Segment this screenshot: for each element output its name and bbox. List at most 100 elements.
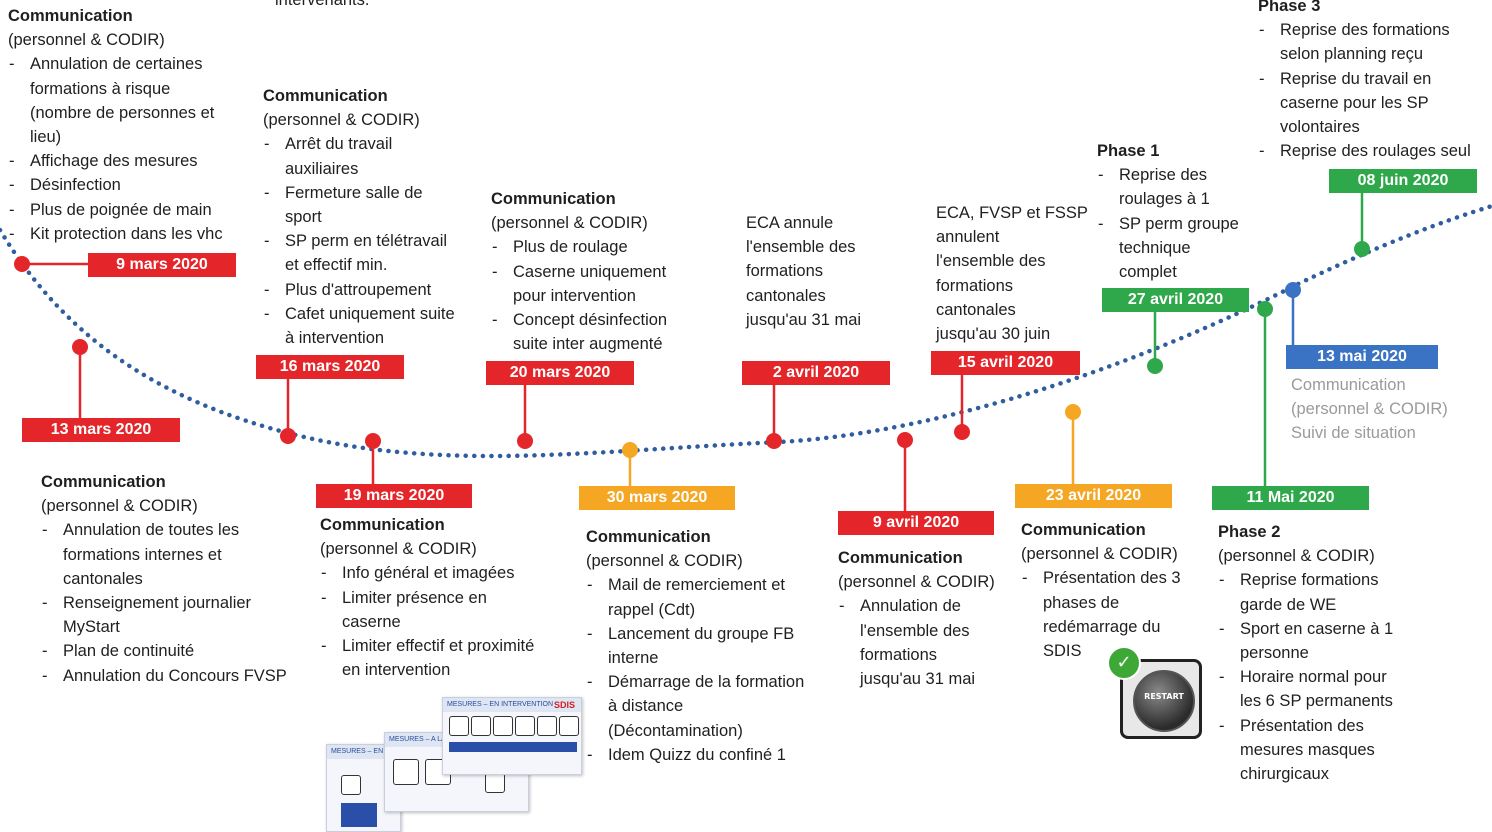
- restart-ring: RESTART: [1133, 670, 1195, 732]
- block-subtitle: (personnel & CODIR): [491, 214, 648, 233]
- block-16mars: Communication (personnel & CODIR) Arrêt …: [263, 84, 455, 350]
- list-item: Kit protection dans les vhc: [8, 222, 223, 246]
- block-subtitle: (personnel & CODIR): [1218, 547, 1375, 566]
- text-line: jusqu'au 30 juin: [936, 325, 1051, 344]
- block-2avril: ECA annule l'ensemble des formations can…: [746, 211, 861, 332]
- marker-2avril: [766, 433, 782, 449]
- block-title: Phase 2: [1218, 523, 1281, 541]
- poster-icon: [493, 716, 513, 736]
- poster-icon: [515, 716, 535, 736]
- list-item: Plus d'attroupement: [263, 278, 455, 302]
- block-13mai: Communication (personnel & CODIR) Suivi …: [1291, 373, 1448, 446]
- poster-thumbnail-3: MESURES – EN: [326, 744, 401, 832]
- block-subtitle: (personnel & CODIR): [41, 497, 198, 516]
- block-19mars: Communication (personnel & CODIR) Info g…: [320, 513, 534, 682]
- poster-thumbnail-1: MESURES – EN INTERVENTION SDIS: [442, 697, 582, 775]
- list-item: Plus de poignée de main: [8, 198, 223, 222]
- block-15avril: ECA, FVSP et FSSP annulent l'ensemble de…: [936, 201, 1088, 346]
- list-item: Info général et imagées: [320, 561, 534, 585]
- marker-23avril: [1065, 404, 1081, 420]
- block-subtitle: (personnel & CODIR): [838, 573, 995, 592]
- date-label-30mars: 30 mars 2020: [579, 486, 735, 510]
- block-title: Phase 1: [1097, 142, 1160, 160]
- block-title: Communication: [491, 190, 616, 208]
- poster-title: MESURES – EN INTERVENTION: [443, 698, 581, 712]
- checkmark-icon: ✓: [1107, 646, 1141, 680]
- block-23avril: Communication (personnel & CODIR) Présen…: [1021, 518, 1181, 663]
- list-item: Reprise des roulages seul: [1258, 139, 1471, 163]
- date-label-2avril: 2 avril 2020: [742, 361, 890, 385]
- text-line: annulent: [936, 228, 1000, 247]
- restart-text: RESTART: [1144, 692, 1184, 701]
- poster-icon: [485, 773, 505, 793]
- date-label-9avril: 9 avril 2020: [838, 511, 994, 535]
- list-item: Plus de roulage: [491, 235, 667, 259]
- block-subtitle: (personnel & CODIR): [8, 31, 165, 50]
- block-title: Communication: [8, 7, 133, 25]
- poster-icon: [559, 716, 579, 736]
- date-label-13mai: 13 mai 2020: [1286, 345, 1438, 369]
- block-subtitle: (personnel & CODIR): [320, 540, 477, 559]
- poster-blue-bar: [449, 742, 577, 752]
- text-line: ECA annule: [746, 214, 834, 232]
- date-label-15avril: 15 avril 2020: [931, 351, 1080, 375]
- poster-title: MESURES – EN: [327, 745, 400, 759]
- text-line: cantonales: [746, 286, 826, 305]
- marker-9mars: [14, 256, 30, 272]
- text-line: cantonales: [936, 300, 1016, 319]
- list-item: Plan de continuité: [41, 639, 287, 663]
- date-label-11mai: 11 Mai 2020: [1212, 486, 1369, 510]
- block-9mars: Communication (personnel & CODIR) Annula…: [8, 4, 223, 246]
- block-9avril: Communication (personnel & CODIR) Annula…: [838, 546, 995, 691]
- block-title: Communication: [320, 516, 445, 534]
- list-item: Annulation du Concours FVSP: [41, 664, 287, 688]
- text-line: formations: [936, 276, 1014, 295]
- text-line: Suivi de situation: [1291, 424, 1416, 443]
- text-line: l'ensemble des: [936, 252, 1046, 271]
- block-subtitle: (personnel & CODIR): [1021, 545, 1178, 564]
- marker-13mai: [1285, 282, 1301, 298]
- block-title: Communication: [586, 528, 711, 546]
- poster-icon: [537, 716, 557, 736]
- marker-08juin: [1354, 241, 1370, 257]
- block-13mars: Communication (personnel & CODIR) Annula…: [41, 470, 287, 688]
- block-title: Communication: [838, 549, 963, 567]
- timeline-dotted-path: [0, 203, 1492, 459]
- marker-9avril: [897, 432, 913, 448]
- marker-16mars: [280, 428, 296, 444]
- block-subtitle: (personnel & CODIR): [586, 552, 743, 571]
- block-title: Phase 3: [1258, 0, 1321, 15]
- marker-13mars: [72, 339, 88, 355]
- block-20mars: Communication (personnel & CODIR) Plus d…: [491, 187, 667, 356]
- marker-27avril: [1147, 358, 1163, 374]
- cutoff-text: intervenants.: [275, 0, 370, 9]
- text-line: l'ensemble des: [746, 238, 856, 257]
- home-icon: [393, 759, 419, 785]
- text-line: ECA, FVSP et FSSP: [936, 204, 1088, 222]
- block-title: Communication: [41, 473, 166, 491]
- poster-icon: [471, 716, 491, 736]
- date-label-23avril: 23 avril 2020: [1015, 484, 1172, 508]
